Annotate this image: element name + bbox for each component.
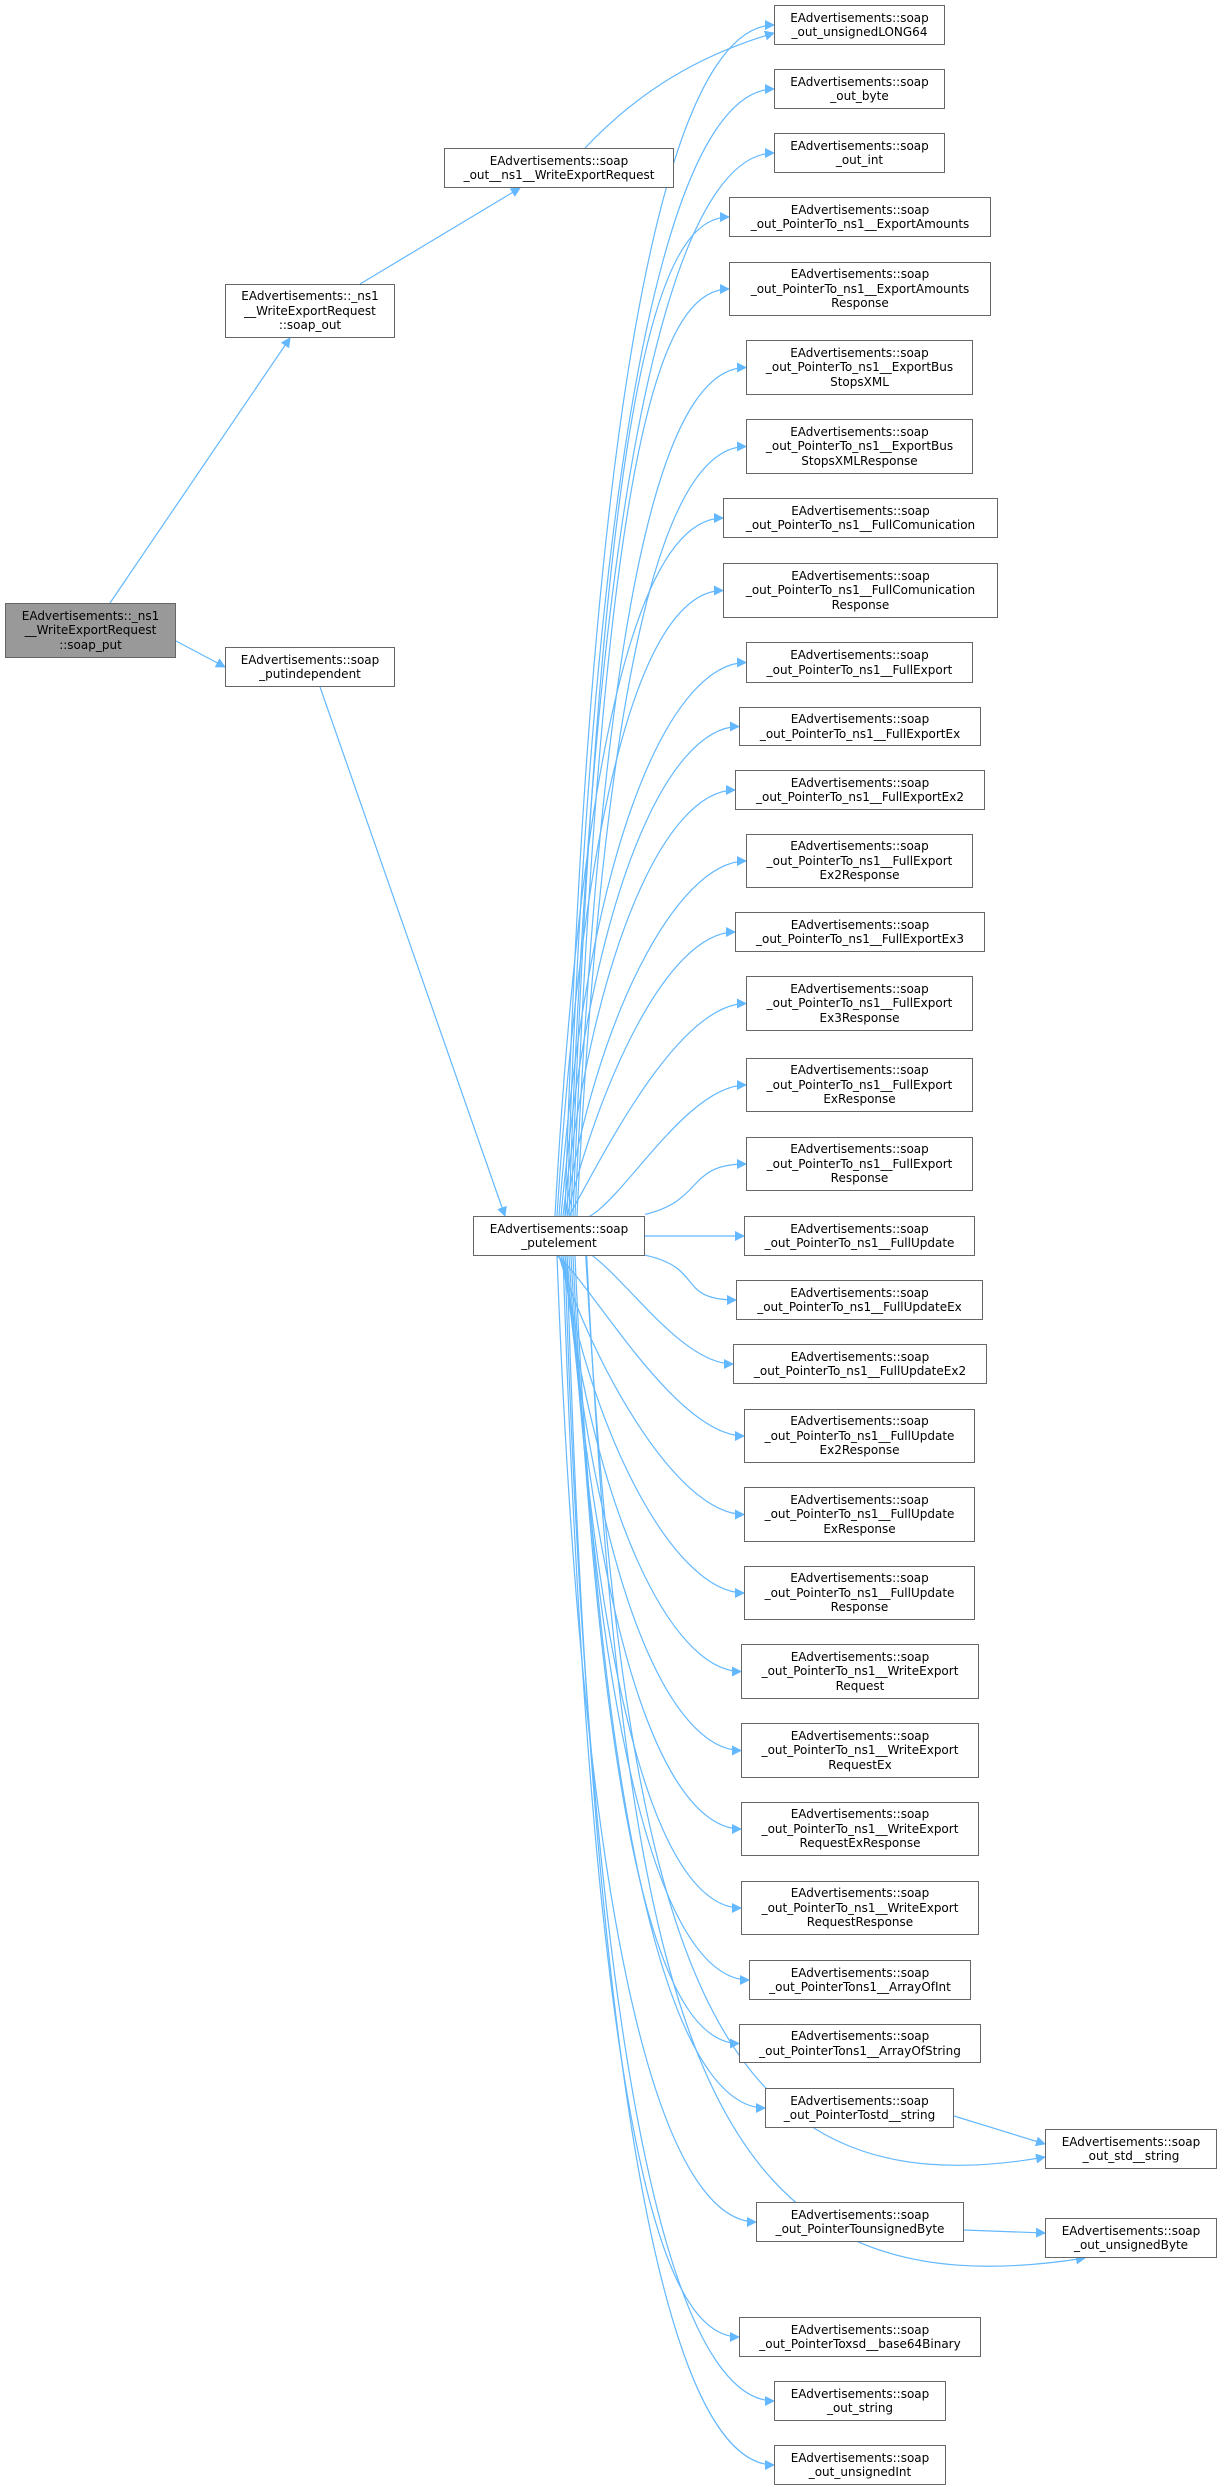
graph-node-int[interactable]: EAdvertisements::soap _out_int xyxy=(774,133,945,173)
edge-putelement-to-ExportBusStopsXMLResponse xyxy=(576,441,747,1217)
edge-putelement-to-FullComunicationResponse xyxy=(556,585,724,1217)
graph-node-exportbusstopsxml[interactable]: EAdvertisements::soap _out_PointerTo_ns1… xyxy=(746,340,973,395)
edge-putelement-to-FullExportEx3 xyxy=(566,927,736,1217)
graph-node-fullexportex3[interactable]: EAdvertisements::soap _out_PointerTo_ns1… xyxy=(735,912,985,952)
graph-node-fullexport[interactable]: EAdvertisements::soap _out_PointerTo_ns1… xyxy=(746,642,973,683)
edge-putelement-to-FullExportEx xyxy=(560,721,740,1217)
graph-node-writeexportrequestresponse[interactable]: EAdvertisements::soap _out_PointerTo_ns1… xyxy=(741,1881,979,1935)
edge-putelement-to-FullExportEx2Response xyxy=(564,856,747,1217)
graph-node-fullupdateex2[interactable]: EAdvertisements::soap _out_PointerTo_ns1… xyxy=(733,1344,987,1384)
graph-node-putelement[interactable]: EAdvertisements::soap _putelement xyxy=(473,1216,645,1256)
edge-putindependent-to-putelement xyxy=(319,686,507,1217)
graph-node-fullcomunicationresponse[interactable]: EAdvertisements::soap _out_PointerTo_ns1… xyxy=(723,563,998,618)
graph-node-putindependent[interactable]: EAdvertisements::soap _putindependent xyxy=(225,647,395,687)
edge-putelement-to-unsignedInt xyxy=(566,1255,775,2470)
graph-node-arrayofstring[interactable]: EAdvertisements::soap _out_PointerTons1_… xyxy=(739,2024,981,2063)
graph-node-fullupdateresponse[interactable]: EAdvertisements::soap _out_PointerTo_ns1… xyxy=(744,1566,975,1620)
edge-putelement-to-ExportAmountsResponse xyxy=(572,284,730,1217)
edge-putelement-to-FullUpdateResponse xyxy=(560,1255,745,1598)
edge-putelement-to-ArrayOfString xyxy=(572,1255,740,2049)
edge-putelement-to-FullUpdateEx xyxy=(644,1254,737,1305)
edge-putelement-to-FullUpdateEx2Response xyxy=(556,1255,745,1441)
graph-node-fullexportex3response[interactable]: EAdvertisements::soap _out_PointerTo_ns1… xyxy=(746,976,973,1031)
graph-node-out-ns1-writeexportrequest[interactable]: EAdvertisements::soap _out__ns1__WriteEx… xyxy=(444,148,674,188)
edge-putelement-to-FullExportEx3Response xyxy=(568,998,747,1217)
graph-node-writeexportrequestexresponse[interactable]: EAdvertisements::soap _out_PointerTo_ns1… xyxy=(741,1802,979,1856)
edge-putelement-to-PointerTostd_string xyxy=(574,1255,766,2113)
graph-node-std-string[interactable]: EAdvertisements::soap _out_std__string xyxy=(1045,2129,1217,2169)
edge-putelement-to-FullExportExResponse xyxy=(570,1080,747,1220)
graph-node-pointertostd-string[interactable]: EAdvertisements::soap _out_PointerTostd_… xyxy=(765,2088,954,2128)
graph-node-base64binary[interactable]: EAdvertisements::soap _out_PointerToxsd_… xyxy=(739,2317,981,2357)
graph-node-exportamountsresponse[interactable]: EAdvertisements::soap _out_PointerTo_ns1… xyxy=(729,262,991,316)
graph-node-fullupdate[interactable]: EAdvertisements::soap _out_PointerTo_ns1… xyxy=(744,1216,975,1256)
graph-node-fullexportex[interactable]: EAdvertisements::soap _out_PointerTo_ns1… xyxy=(739,707,981,746)
graph-node-writeexportrequestex[interactable]: EAdvertisements::soap _out_PointerTo_ns1… xyxy=(741,1723,979,1778)
graph-node-root[interactable]: EAdvertisements::_ns1 __WriteExportReque… xyxy=(5,603,176,658)
graph-node-soap-out[interactable]: EAdvertisements::_ns1 __WriteExportReque… xyxy=(225,284,395,338)
graph-node-byte[interactable]: EAdvertisements::soap _out_byte xyxy=(774,69,945,109)
edge-putelement-to-FullComunication xyxy=(554,513,724,1217)
edge-putelement-to-ArrayOfInt xyxy=(570,1255,750,1985)
graph-node-writeexportrequest[interactable]: EAdvertisements::soap _out_PointerTo_ns1… xyxy=(741,1644,979,1699)
graph-node-fullupdateex2response[interactable]: EAdvertisements::soap _out_PointerTo_ns1… xyxy=(744,1409,975,1463)
edge-putelement-to-unsignedByte xyxy=(586,1255,1086,2267)
edge-root-to-soap_out xyxy=(109,337,291,604)
graph-node-fullexportex2[interactable]: EAdvertisements::soap _out_PointerTo_ns1… xyxy=(735,770,985,810)
graph-node-fullupdateex[interactable]: EAdvertisements::soap _out_PointerTo_ns1… xyxy=(736,1280,983,1320)
graph-node-exportamounts[interactable]: EAdvertisements::soap _out_PointerTo_ns1… xyxy=(729,197,991,237)
edge-PointerTostd_string-to-std_string xyxy=(953,2115,1046,2147)
edge-putelement-to-unsignedLONG64 xyxy=(564,20,775,1217)
graph-node-string[interactable]: EAdvertisements::soap _out_string xyxy=(774,2381,946,2421)
edge-putelement-to-byte xyxy=(566,84,775,1217)
edge-soap_out-to-out_ns1_WriteExportRequest xyxy=(359,187,521,285)
edge-putelement-to-ExportBusStopsXML xyxy=(574,362,747,1217)
edge-putelement-to-FullExportEx2 xyxy=(562,785,736,1217)
edge-root-to-putindependent xyxy=(175,640,226,668)
graph-node-fullexportexresponse[interactable]: EAdvertisements::soap _out_PointerTo_ns1… xyxy=(746,1058,973,1112)
edge-putelement-to-PointerTounsignedByte xyxy=(556,1255,757,2227)
graph-node-fullcomunication[interactable]: EAdvertisements::soap _out_PointerTo_ns1… xyxy=(723,498,998,538)
graph-node-fullupdateexresponse[interactable]: EAdvertisements::soap _out_PointerTo_ns1… xyxy=(744,1487,975,1542)
edge-putelement-to-std_string xyxy=(585,1255,1046,2166)
graph-node-unsignedlong64[interactable]: EAdvertisements::soap _out_unsignedLONG6… xyxy=(774,5,945,45)
graph-node-exportbusstopsxmlresponse[interactable]: EAdvertisements::soap _out_PointerTo_ns1… xyxy=(746,419,973,474)
edge-putelement-to-WriteExportRequestEx xyxy=(564,1255,742,1756)
edge-putelement-to-FullExportResponse xyxy=(644,1159,747,1215)
edge-PointerTounsignedByte-to-unsignedByte xyxy=(963,2227,1046,2238)
graph-node-unsignedint[interactable]: EAdvertisements::soap _out_unsignedInt xyxy=(774,2445,946,2485)
graph-node-unsignedbyte[interactable]: EAdvertisements::soap _out_unsignedByte xyxy=(1045,2218,1217,2258)
graph-node-fullexportex2response[interactable]: EAdvertisements::soap _out_PointerTo_ns1… xyxy=(746,834,973,888)
edge-putelement-to-ExportAmounts xyxy=(570,212,730,1217)
edge-putelement-to-FullExport xyxy=(558,657,747,1217)
graph-node-fullexportresponse[interactable]: EAdvertisements::soap _out_PointerTo_ns1… xyxy=(746,1137,973,1191)
graph-node-arrayofint[interactable]: EAdvertisements::soap _out_PointerTons1_… xyxy=(749,1960,971,2000)
edge-putelement-to-base64Binary xyxy=(562,1255,740,2342)
edge-out_ns1_WriteExportRequest-to-unsignedLONG64 xyxy=(584,30,775,149)
graph-node-pointertounsignedbyte[interactable]: EAdvertisements::soap _out_PointerTounsi… xyxy=(756,2202,964,2242)
